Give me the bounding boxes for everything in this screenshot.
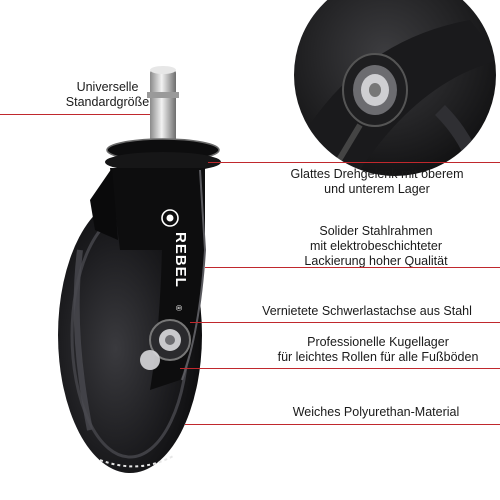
pointer-line-ball-bearings (180, 368, 500, 369)
label-axle: Vernietete Schwerlastachse aus Stahl (262, 304, 472, 318)
pointer-line-material (185, 424, 500, 425)
axle-hub (140, 319, 191, 370)
pointer-line-steel-frame (205, 267, 500, 268)
stem (150, 70, 176, 150)
bearing-detail-inset (292, 0, 498, 178)
label-material: Weiches Polyurethan-Material (292, 405, 460, 419)
label-standard-size: Universelle Standardgröße (65, 80, 150, 109)
rebel-logo-icon (161, 209, 179, 227)
pointer-line-axle (190, 322, 500, 323)
label-swivel-joint: Glattes Drehgelenk mit oberem und untere… (290, 167, 464, 196)
registered-mark: ® (174, 305, 183, 311)
pointer-line-swivel-joint (208, 162, 500, 163)
label-ball-bearings: Professionelle Kugellager für leichtes R… (277, 335, 479, 364)
pointer-line-standard-size (0, 114, 150, 115)
brand-name: REBEL (172, 232, 189, 288)
label-steel-frame: Solider Stahlrahmen mit elektrobeschicht… (304, 224, 448, 268)
